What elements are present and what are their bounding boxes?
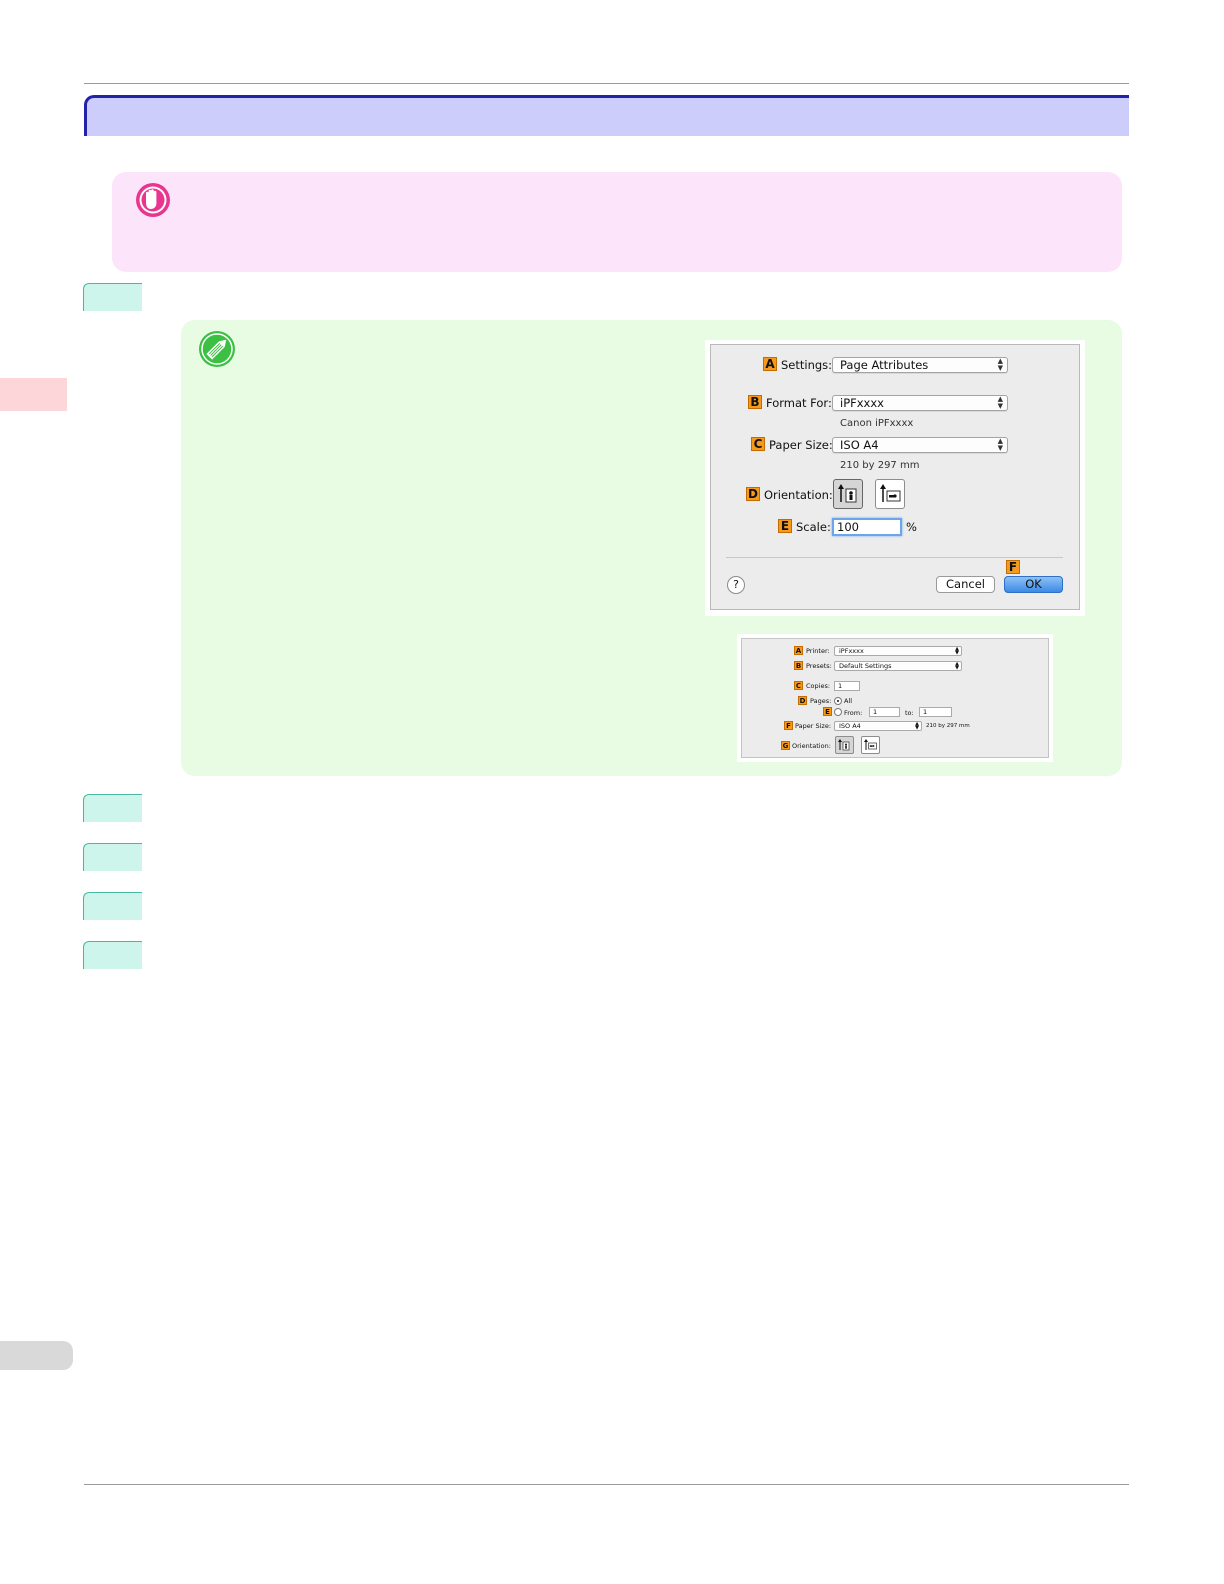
portrait-orientation-button[interactable] [833,479,863,509]
ok-button[interactable]: OK [1004,576,1063,593]
presets-popup[interactable]: Default Settings ▲▼ [834,661,962,671]
popup-arrows-icon: ▲▼ [997,437,1003,452]
page-number-tab [0,1341,73,1370]
orientation-label: Orientation: [764,488,833,502]
from-label: From: [844,709,863,717]
chapter-side-tab [0,378,67,411]
presets-value: Default Settings [839,662,892,670]
help-button[interactable]: ? [727,576,745,594]
print-dialog: A Printer: iPFxxxx ▲▼ B Presets: Default… [741,638,1049,758]
landscape-orientation-button[interactable] [861,736,880,754]
paper-size-value: ISO A4 [840,438,879,452]
settings-value: Page Attributes [840,358,929,372]
badge-d: D [746,487,760,501]
badge-a: A [763,357,777,371]
dialog-divider [726,557,1063,558]
badge-c: C [751,437,765,451]
scale-input[interactable]: 100 [832,518,902,536]
badge-g: G [781,741,790,750]
portrait-icon [838,739,850,751]
landscape-icon [864,739,877,750]
badge-f: F [784,721,793,730]
to-label: to: [905,709,914,717]
badge-d: D [798,696,807,705]
to-input[interactable]: 1 [919,707,952,717]
popup-arrows-icon: ▲▼ [955,646,959,656]
paper-size-sub: 210 by 297 mm [840,460,920,471]
popup-arrows-icon: ▲▼ [915,721,919,731]
format-for-value: iPFxxxx [840,396,884,410]
section-heading-bar [84,95,1129,136]
popup-arrows-icon: ▲▼ [997,395,1003,410]
stop-hand-icon [135,182,171,218]
important-box [112,172,1122,272]
badge-e: E [778,519,792,533]
portrait-orientation-button[interactable] [835,736,854,754]
scale-label: Scale: [796,520,831,534]
pages-all-radio[interactable] [834,697,842,705]
step-tab-4 [83,892,142,920]
paper-size-label: Paper Size: [769,438,833,452]
cancel-button[interactable]: Cancel [936,576,995,593]
format-for-sub: Canon iPFxxxx [840,418,914,429]
from-input[interactable]: 1 [869,707,900,717]
badge-b: B [794,661,803,670]
format-for-label: Format For: [766,396,832,410]
badge-b: B [748,395,762,409]
copies-label: Copies: [806,682,831,690]
popup-arrows-icon: ▲▼ [997,357,1003,372]
format-for-popup[interactable]: iPFxxxx ▲▼ [832,395,1008,411]
badge-e: E [823,707,832,716]
pages-range-radio[interactable] [834,708,842,716]
badge-a: A [794,646,803,655]
landscape-orientation-button[interactable] [875,479,905,509]
badge-f: F [1006,560,1020,574]
settings-popup[interactable]: Page Attributes ▲▼ [832,357,1008,373]
printer-popup[interactable]: iPFxxxx ▲▼ [834,646,962,656]
pencil-icon [198,330,236,368]
step-tab-2 [83,794,142,822]
paper-size-label: Paper Size: [795,722,832,730]
printer-value: iPFxxxx [839,647,864,655]
page-setup-dialog: A Settings: Page Attributes ▲▼ B Format … [710,344,1080,610]
pages-all-label: All [844,697,853,705]
paper-size-sub: 210 by 297 mm [926,723,970,729]
step-tab-5 [83,941,142,969]
scale-unit: % [906,520,917,534]
step-tab-3 [83,843,142,871]
top-rule [84,83,1129,84]
settings-label: Settings: [781,358,833,372]
printer-label: Printer: [806,647,830,655]
pages-label: Pages: [810,697,832,705]
landscape-icon [880,484,901,502]
badge-c: C [794,681,803,690]
copies-input[interactable]: 1 [834,681,860,691]
step-tab-1 [83,283,142,311]
popup-arrows-icon: ▲▼ [955,661,959,671]
bottom-rule [84,1484,1129,1485]
orientation-label: Orientation: [792,742,831,750]
paper-size-popup[interactable]: ISO A4 ▲▼ [834,721,922,731]
paper-size-value: ISO A4 [839,722,861,730]
portrait-icon [838,484,857,503]
presets-label: Presets: [806,662,832,670]
paper-size-popup[interactable]: ISO A4 ▲▼ [832,437,1008,453]
